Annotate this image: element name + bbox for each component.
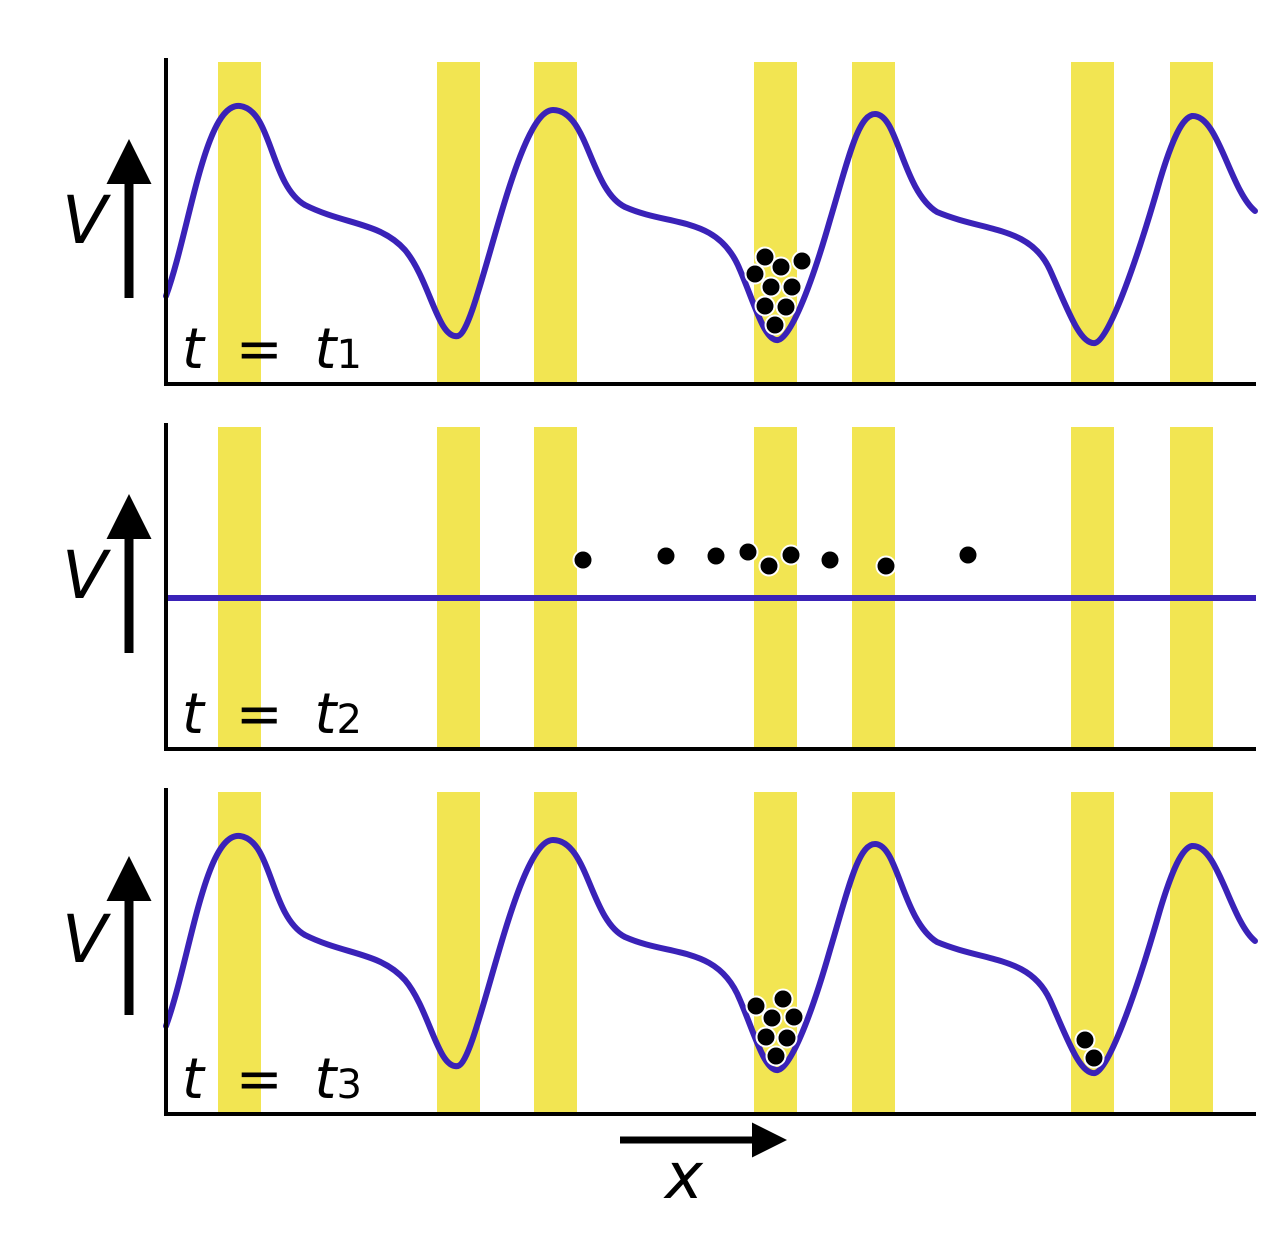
stripe [852,792,895,1114]
potential-curve [163,833,1258,1076]
particle [744,263,766,285]
stripe [218,427,261,749]
particle [770,256,792,278]
particle [754,295,776,317]
particle [783,1006,805,1028]
panel-3: V t = t3 [62,788,1258,1116]
stripe [1170,792,1213,1114]
particle [764,314,786,336]
particle [745,995,767,1017]
stripe [1170,427,1213,749]
time-variable: t [182,682,206,747]
particle [819,549,841,571]
particle [758,555,780,577]
particle [1083,1047,1105,1069]
particle [791,250,813,272]
particle-cluster [744,246,813,336]
panel-1: V t = t1 [62,58,1258,386]
particle-cluster [745,988,805,1067]
particle [737,541,759,563]
panel-2: V t = t2 [62,423,1256,751]
time-value: t [315,1047,339,1112]
time-label: t = t2 [182,682,362,747]
equals-sign: = [236,317,283,382]
stripe [852,62,895,384]
particle [957,544,979,566]
equals-sign: = [236,1047,283,1112]
particle [572,549,594,571]
stripe [754,62,797,384]
particle [781,276,803,298]
stripe [852,427,895,749]
time-value: t [315,682,339,747]
particle [875,555,897,577]
panel-1-stripes [218,62,1213,384]
particle [1074,1029,1096,1051]
particle [655,545,677,567]
particle [754,246,776,268]
time-label: t = t3 [182,1047,362,1112]
particle [780,544,802,566]
stripe [437,427,480,749]
panel-3-stripes [218,792,1213,1114]
particle [761,1007,783,1029]
time-variable: t [182,1047,206,1112]
x-axis-label: x [663,1140,704,1214]
time-value: t [315,317,339,382]
diffusing-particles [572,541,979,577]
v-axis-label: V [62,182,111,259]
panel-2-stripes [218,427,1213,749]
time-variable: t [182,317,206,382]
time-subscript: 2 [336,697,361,743]
v-axis-label: V [62,537,111,614]
equals-sign: = [236,682,283,747]
particle-cluster-second-well [1074,1029,1105,1069]
stripe [1170,62,1213,384]
particle [755,1026,777,1048]
time-subscript: 1 [336,332,361,378]
particle [765,1045,787,1067]
stripe [754,427,797,749]
v-axis-label: V [62,901,111,978]
potential-curve [163,103,1258,346]
stripe [1071,62,1114,384]
particle [772,988,794,1010]
particle [705,545,727,567]
stripe [534,427,577,749]
particle [776,1027,798,1049]
time-subscript: 3 [336,1062,361,1108]
stripe [1071,427,1114,749]
particle [775,296,797,318]
time-label: t = t1 [182,317,362,382]
particle [760,276,782,298]
